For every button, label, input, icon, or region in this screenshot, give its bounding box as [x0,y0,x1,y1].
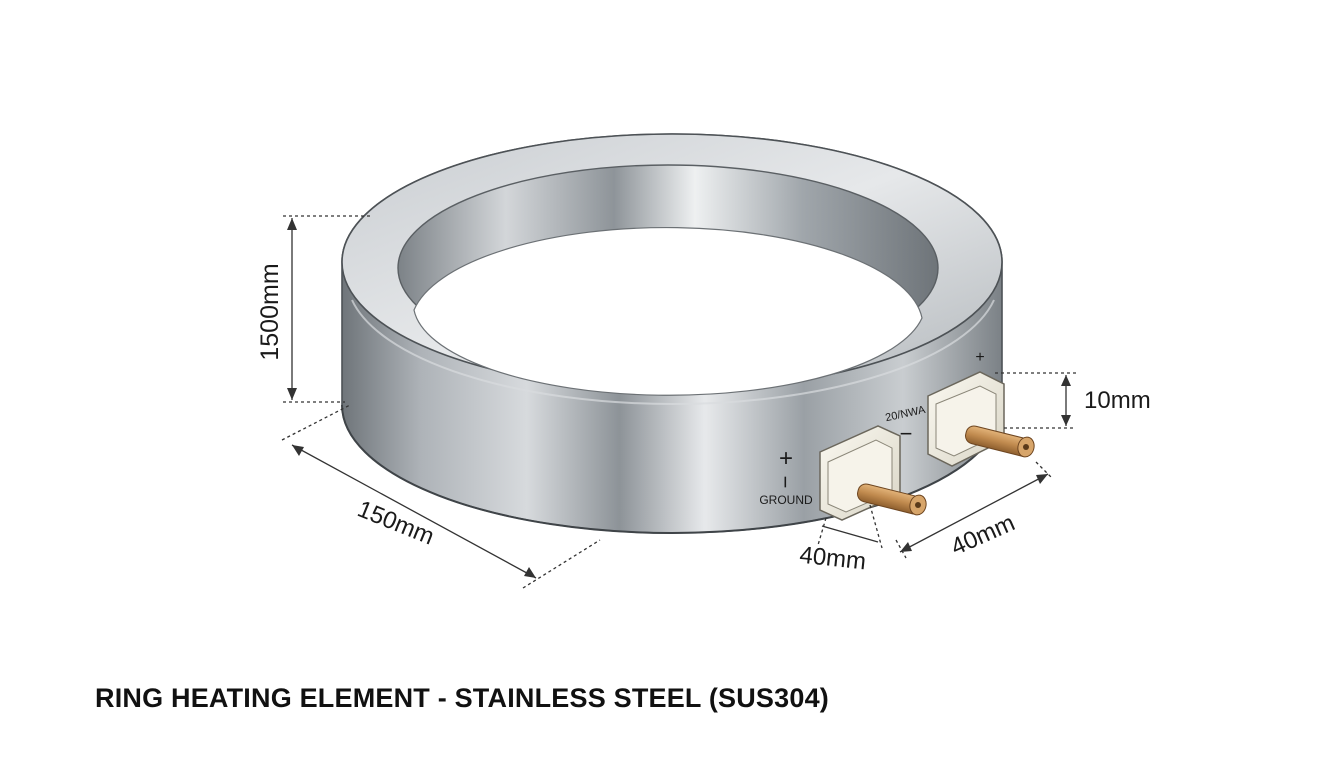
minus-mark-left: − [773,476,798,489]
ring-bottom-edge [341,404,1003,534]
dimension-depth [281,404,601,589]
ground-label: GROUND [759,493,813,507]
dimension-terminal-height [995,372,1076,429]
spacing-left-label: 40mm [798,542,867,576]
dimension-spacing-left [817,504,883,549]
ring-seam-line [351,299,995,405]
dimension-spacing-right [895,461,1053,559]
terminal-height-label: 10mm [1084,387,1151,414]
height-dimension-label: 1500mm [256,263,284,360]
dimension-height [283,215,372,403]
plus-mark-right: + [975,349,984,366]
ring-body [341,133,1003,534]
diagram-caption: RING HEATING ELEMENT - STAINLESS STEEL (… [95,683,829,713]
spacing-right-label: 40mm [947,509,1019,561]
ring-inner-opening [413,226,923,396]
plus-mark-left: + [779,445,793,472]
terminal-right [927,371,1035,467]
terminal-left [819,425,927,521]
minus-mark-right: − [900,421,913,446]
depth-dimension-label: 150mm [354,496,438,551]
